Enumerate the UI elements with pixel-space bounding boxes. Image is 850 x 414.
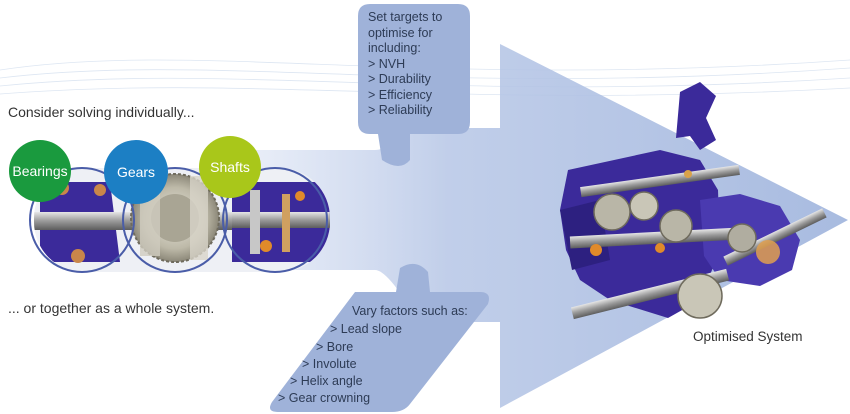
targets-text: Set targets to optimise for including: >… [368, 10, 442, 119]
together-text: ... or together as a whole system. [8, 300, 215, 316]
bearings-lens [29, 167, 135, 273]
factor-item: > Bore [316, 340, 354, 354]
target-item: > Durability [368, 72, 431, 86]
factor-item: > Helix angle [290, 374, 363, 388]
factors-callout [270, 263, 489, 412]
bearings-badge: Bearings [9, 140, 71, 202]
factor-item: > Involute [302, 357, 357, 371]
target-item: > NVH [368, 56, 406, 71]
shafts-badge: Shafts [199, 136, 261, 198]
gears-badge: Gears [104, 140, 168, 204]
factors-heading: Vary factors such as: [352, 304, 468, 318]
targets-heading-line: including: [368, 41, 421, 55]
target-item: > Reliability [368, 103, 433, 117]
factor-item: > Lead slope [330, 322, 402, 336]
factor-item: > Gear crowning [278, 391, 371, 405]
gears-lens [122, 167, 228, 273]
intro-text: Consider solving individually... [8, 104, 195, 120]
targets-heading-line: optimise for [368, 25, 433, 40]
result-label: Optimised System [693, 329, 803, 344]
component-strip [34, 168, 330, 272]
targets-callout [358, 4, 470, 166]
gearbox-illustration [560, 82, 827, 320]
shafts-lens [222, 167, 328, 273]
flow-arrow [230, 44, 848, 408]
target-item: > Efficiency [368, 87, 433, 102]
targets-heading-line: Set targets to [368, 10, 443, 24]
